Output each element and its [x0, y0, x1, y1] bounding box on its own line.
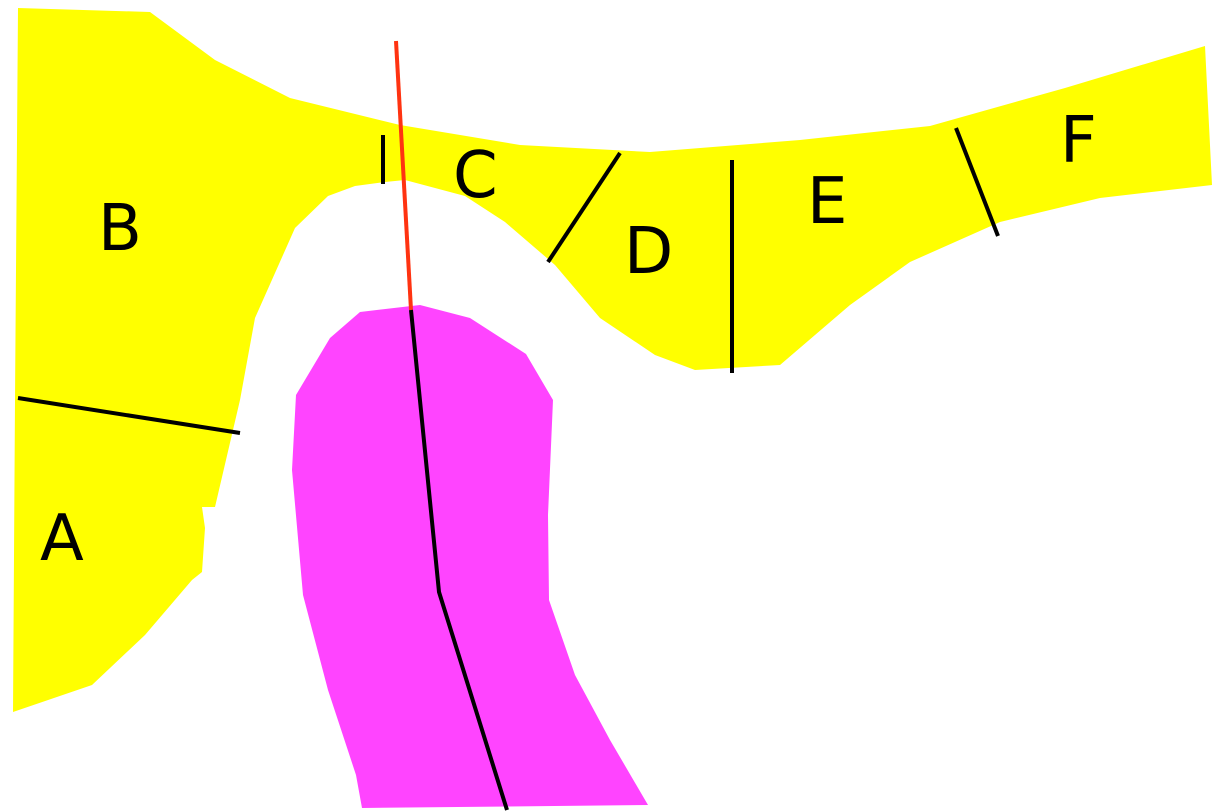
label-d: D [624, 215, 673, 289]
label-f: F [1060, 104, 1097, 178]
label-a: A [40, 502, 84, 576]
label-e: E [807, 165, 847, 239]
magenta-region [292, 305, 648, 808]
label-c: C [453, 139, 498, 213]
yellow-region [13, 8, 1212, 712]
label-b: B [98, 192, 142, 266]
